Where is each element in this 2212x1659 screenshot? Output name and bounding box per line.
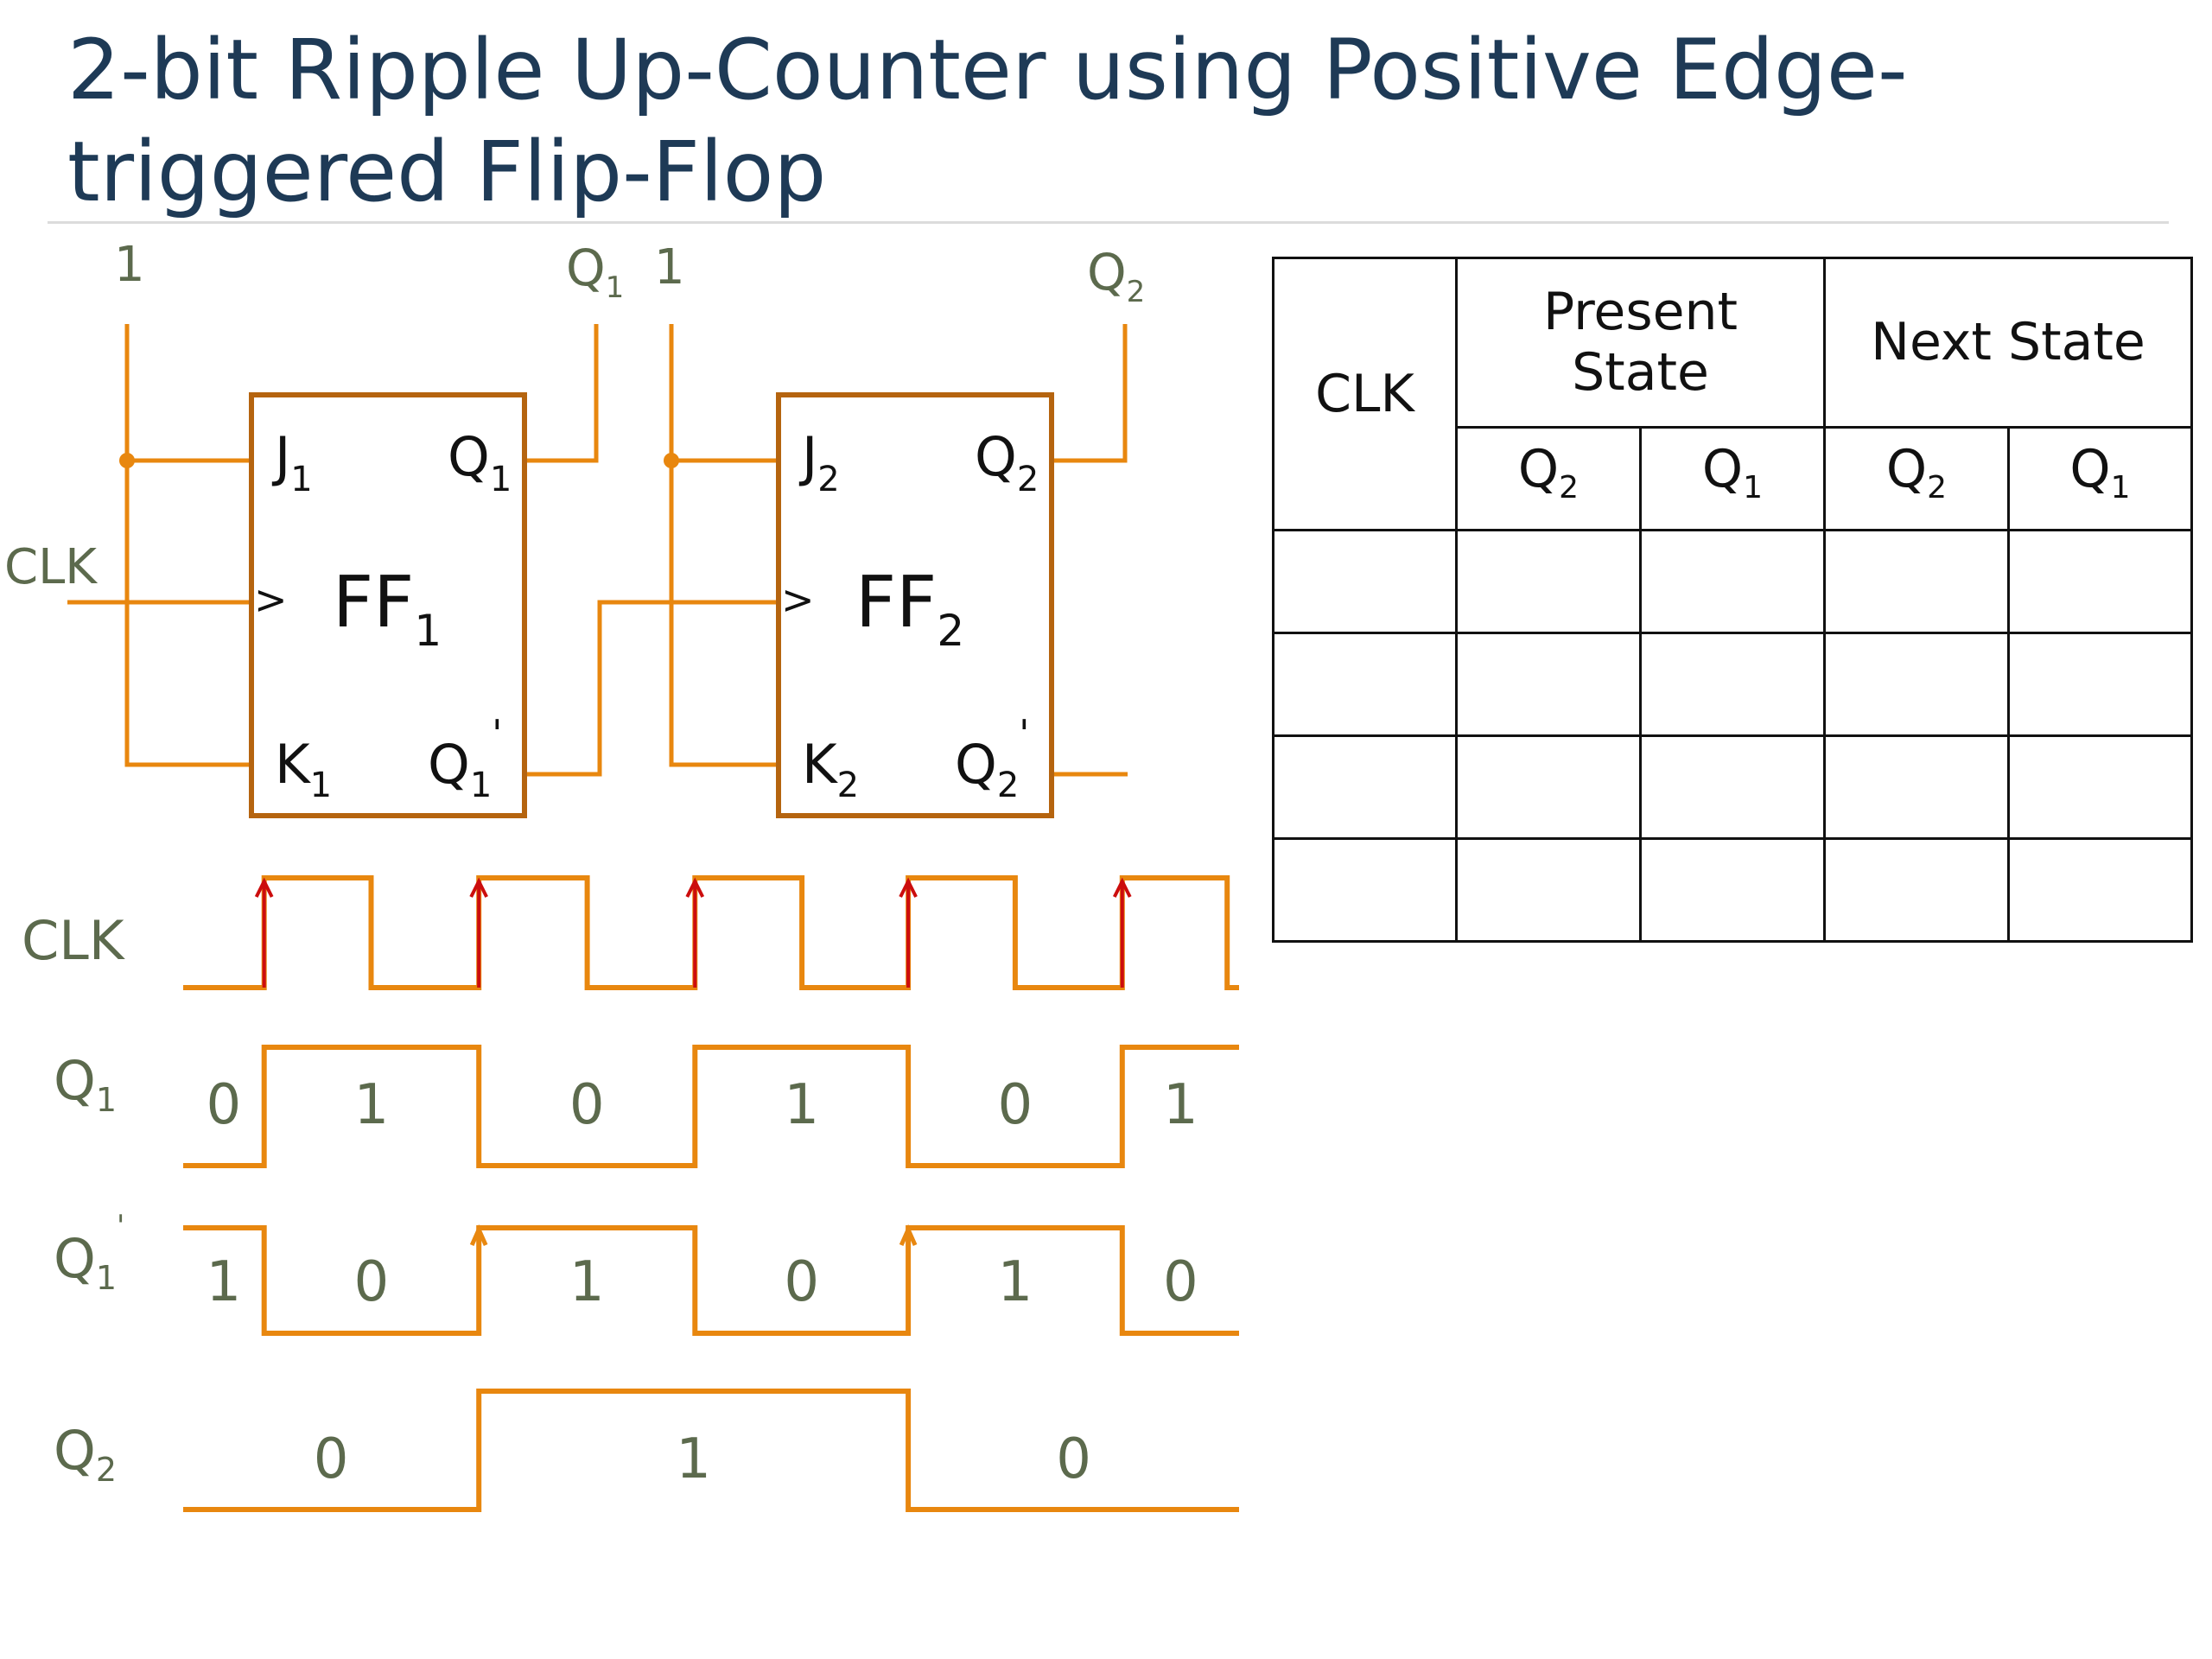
waveform-q1: [183, 1045, 1239, 1168]
bit-value-label: 1: [676, 1427, 711, 1491]
bit-value-label: 0: [1056, 1427, 1091, 1491]
ff1-name: FF1: [333, 562, 442, 656]
table-row: [1272, 837, 2193, 943]
cell-present-q2: [1455, 837, 1642, 943]
cell-next-q1: [2007, 734, 2193, 840]
q1-output-label: Q1: [566, 238, 624, 305]
junction-dot: [119, 453, 135, 468]
subheader-present-q1: Q1: [1639, 425, 1826, 532]
rising-edge-arrow: [1112, 877, 1132, 988]
bit-value-label: 1: [354, 1073, 390, 1137]
subheader-present-q2: Q2: [1455, 425, 1642, 532]
clk-input-label: CLK: [4, 539, 98, 595]
cell-present-q1: [1639, 632, 1826, 737]
bit-value-label: 1: [206, 1250, 241, 1314]
bit-value-label: 0: [569, 1073, 605, 1137]
ff1-q-pin: Q1: [448, 425, 512, 499]
cell-clk: [1272, 632, 1458, 737]
cell-clk: [1272, 529, 1458, 634]
ff2-qbar-pin: Q2': [955, 712, 1029, 805]
cell-clk: [1272, 837, 1458, 943]
cell-next-q1: [2007, 632, 2193, 737]
cell-next-q1: [2007, 837, 2193, 943]
ff2-q-pin: Q2: [975, 425, 1039, 499]
waveform-clk: [183, 875, 1239, 990]
ff2-name: FF2: [855, 562, 964, 656]
timing-diagram: CLK Q1 Q1' Q2 0 1 0 1 0 1 1 0 1 0 1 0 0 1 0: [22, 875, 1239, 1512]
timing-label-clk: CLK: [22, 909, 125, 972]
rising-edge-arrow: [685, 877, 705, 988]
bit-value-label: 0: [1163, 1250, 1198, 1314]
table-row: [1272, 734, 2193, 840]
circuit-diagram: 1 Q1 1 Q2 CLK J1 Q1 > FF1 K1 Q1' J2 Q2 >…: [4, 237, 1145, 818]
q1bar-to-ff2-clock-wire: [524, 600, 776, 777]
ff2-k-pin: K2: [802, 733, 859, 805]
cell-present-q1: [1639, 837, 1826, 943]
ff1-const-input-label: 1: [114, 237, 145, 293]
cell-present-q1: [1639, 529, 1826, 634]
rising-edge-arrow: [899, 1224, 918, 1247]
table-row: [1272, 529, 2193, 634]
q1-output-wire: [524, 324, 599, 463]
header-clk: CLK: [1272, 257, 1458, 531]
junction-dot: [664, 453, 679, 468]
cell-next-q1: [2007, 529, 2193, 634]
ff1-clock-symbol: >: [254, 576, 288, 623]
ff1-const-wire: [124, 324, 251, 767]
q2-output-wire: [1052, 324, 1128, 463]
header-next-state: Next State: [1823, 257, 2193, 429]
bit-value-label: 1: [998, 1250, 1033, 1314]
cell-present-q2: [1455, 734, 1642, 840]
title-divider: [48, 221, 2169, 224]
header-present-state: Present State: [1455, 257, 1826, 429]
ff2-block: [776, 392, 1054, 818]
state-table: CLK Present State Next State Q2 Q1 Q2 Q1: [1272, 257, 2193, 943]
rising-edge-arrow: [254, 877, 274, 988]
timing-label-q1: Q1: [54, 1049, 117, 1119]
waveform-q2: [183, 1389, 1239, 1512]
rising-edge-arrow: [469, 1224, 488, 1247]
bit-value-label: 0: [354, 1250, 390, 1314]
rising-edge-arrow: [899, 877, 918, 988]
cell-present-q1: [1639, 734, 1826, 840]
subheader-next-q2: Q2: [1823, 425, 2010, 532]
cell-clk: [1272, 734, 1458, 840]
waveform-q1-bar: [183, 1225, 1239, 1336]
rising-edge-arrow: [469, 877, 488, 988]
ff1-qbar-pin: Q1': [428, 712, 502, 805]
ff1-k-pin: K1: [275, 733, 332, 805]
cell-present-q2: [1455, 529, 1642, 634]
ff2-j-pin: J2: [798, 425, 840, 499]
ff2-clock-symbol: >: [781, 576, 815, 623]
ff2-const-wire: [669, 324, 776, 767]
cell-present-q2: [1455, 632, 1642, 737]
ff1-block: [249, 392, 527, 818]
table-row: [1272, 632, 2193, 737]
timing-label-q1-bar: Q1': [54, 1209, 124, 1297]
bit-value-label: 1: [784, 1073, 819, 1137]
subheader-next-q1: Q1: [2007, 425, 2193, 532]
cell-next-q2: [1823, 734, 2010, 840]
bit-value-label: 1: [1163, 1073, 1198, 1137]
slide-title: 2-bit Ripple Up-Counter using Positive E…: [67, 22, 1908, 220]
q2-output-label: Q2: [1087, 243, 1145, 309]
cell-next-q2: [1823, 837, 2010, 943]
bit-value-label: 1: [569, 1250, 605, 1314]
cell-next-q2: [1823, 529, 2010, 634]
ff2-const-input-label: 1: [654, 239, 685, 296]
cell-next-q2: [1823, 632, 2010, 737]
bit-value-label: 0: [314, 1427, 349, 1491]
bit-value-label: 0: [998, 1073, 1033, 1137]
ff1-j-pin: J1: [271, 425, 313, 499]
timing-label-q2: Q2: [54, 1419, 117, 1489]
bit-value-label: 0: [206, 1073, 241, 1137]
bit-value-label: 0: [784, 1250, 819, 1314]
